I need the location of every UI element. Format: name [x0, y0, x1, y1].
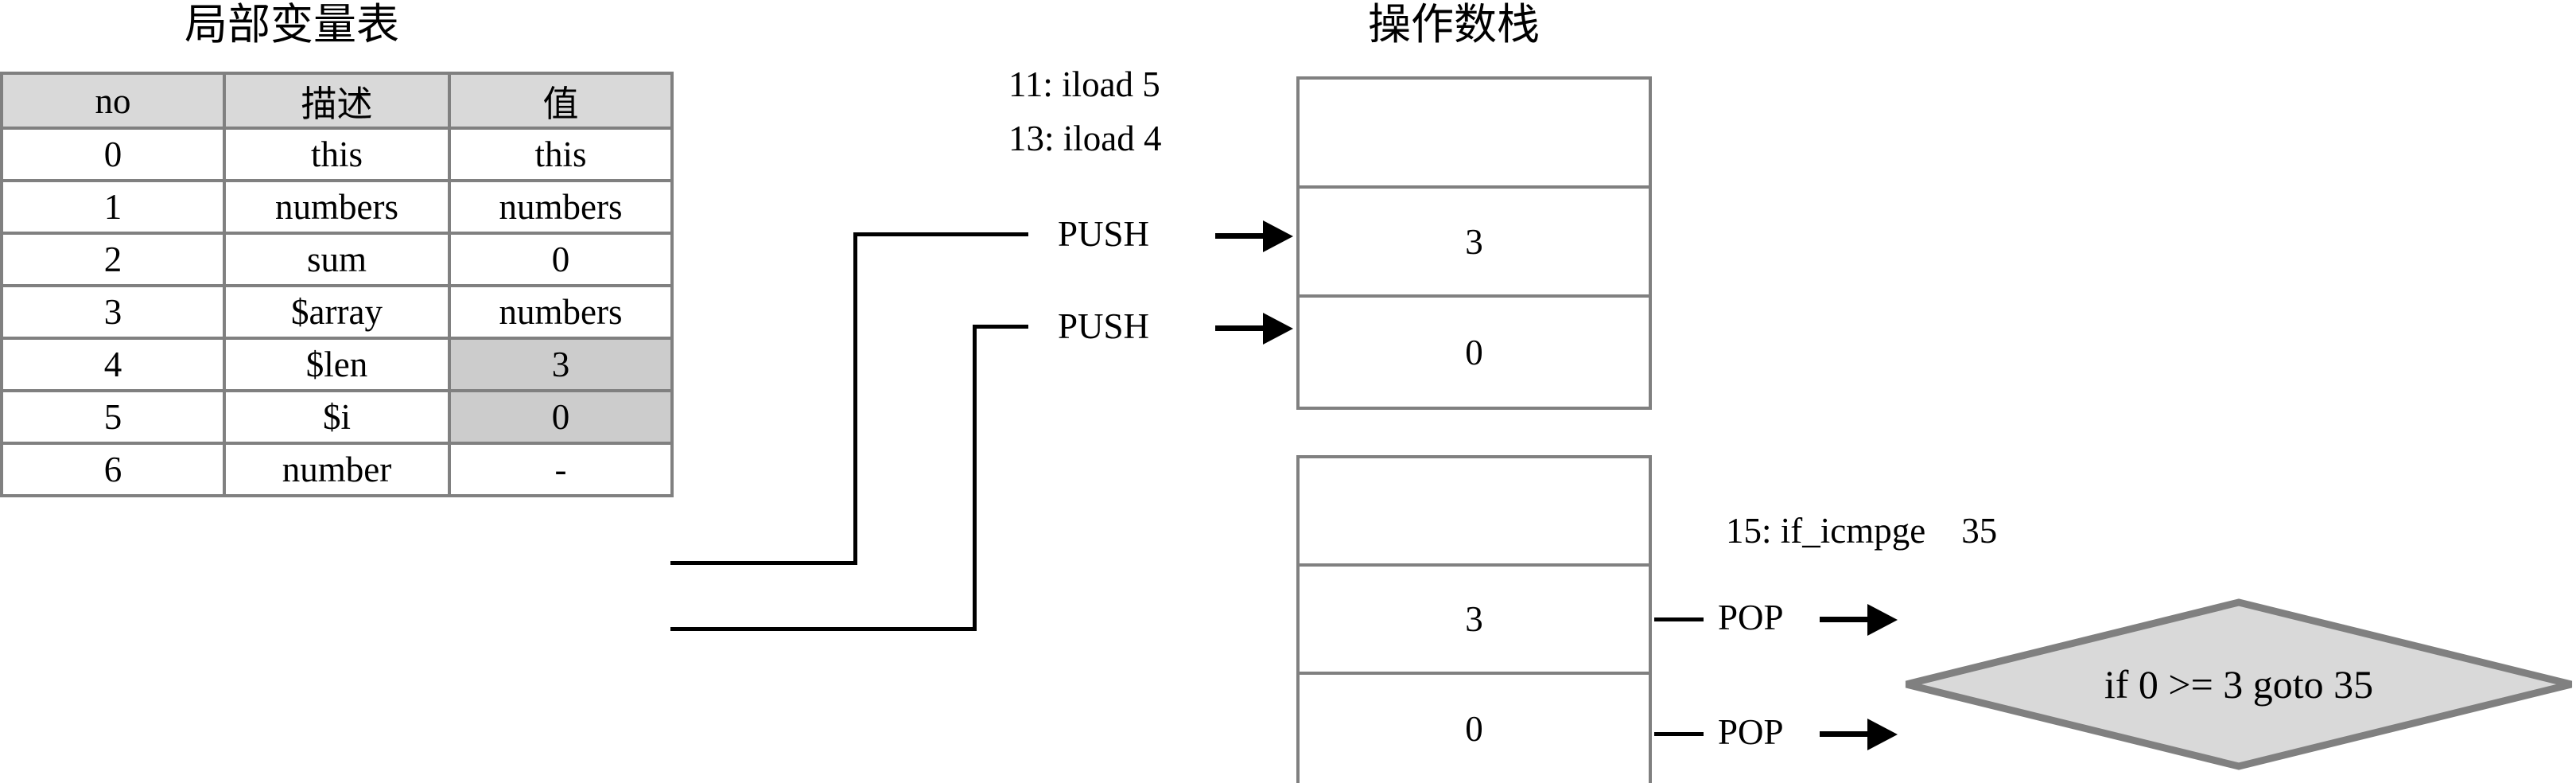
connector-len-horizontal-lower: [670, 561, 857, 565]
table-row: 4 $len 3: [0, 337, 674, 392]
cell-desc: $array: [223, 284, 451, 340]
instruction-iload-5: 11: iload 5: [1008, 64, 1160, 104]
diamond-shape: [1905, 598, 2573, 770]
stack-cell-value: 3: [1300, 567, 1649, 675]
connector-len-horizontal-upper: [853, 232, 1028, 236]
table-row: 5 $i 0: [0, 389, 674, 445]
cell-value: 0: [448, 232, 674, 287]
table-row: 1 numbers numbers: [0, 179, 674, 235]
operand-stack-before-pop: 3 0: [1296, 455, 1652, 783]
cell-no: 6: [0, 442, 226, 497]
cell-desc: numbers: [223, 179, 451, 235]
decision-diamond: if 0 >= 3 goto 35: [1902, 598, 2575, 770]
cell-value: numbers: [448, 179, 674, 235]
instruction-if-icmpge: 15: if_icmpge 35: [1726, 511, 1998, 551]
connector-i-horizontal-upper: [973, 325, 1028, 329]
table-header-row: no 描述 值: [0, 72, 674, 130]
stack-cell-empty: [1300, 458, 1649, 567]
decision-condition-text: if 0 >= 3 goto 35: [2104, 662, 2374, 707]
operand-stack-after-push: 3 0: [1296, 76, 1652, 410]
pop-arrow-second: [1820, 731, 1869, 737]
table-row: 6 number -: [0, 442, 674, 497]
connector-len-vertical: [853, 232, 857, 565]
cell-no: 3: [0, 284, 226, 340]
cell-value-highlighted: 3: [448, 337, 674, 392]
operand-stack-title: 操作数栈: [1368, 1, 1540, 49]
cell-no: 4: [0, 337, 226, 392]
local-variable-table-title: 局部变量表: [185, 1, 399, 49]
pop-arrow-first: [1820, 617, 1869, 622]
pop-stub-first: [1654, 617, 1704, 621]
table-row: 3 $array numbers: [0, 284, 674, 340]
column-header-desc: 描述: [223, 72, 451, 130]
push-arrow-second: [1215, 325, 1265, 331]
cell-desc: this: [223, 127, 451, 182]
connector-i-horizontal-lower: [670, 627, 977, 631]
pop-stub-second: [1654, 732, 1704, 736]
pop-label-second: POP: [1718, 712, 1784, 752]
table-row: 0 this this: [0, 127, 674, 182]
column-header-no: no: [0, 72, 226, 130]
cell-no: 5: [0, 389, 226, 445]
push-label-first: PUSH: [1058, 214, 1150, 254]
cell-no: 0: [0, 127, 226, 182]
stack-cell-value: 3: [1300, 189, 1649, 298]
cell-desc: number: [223, 442, 451, 497]
column-header-value: 值: [448, 72, 674, 130]
local-variable-table: no 描述 值 0 this this 1 numbers numbers 2 …: [0, 72, 674, 497]
cell-value-highlighted: 0: [448, 389, 674, 445]
cell-desc: $i: [223, 389, 451, 445]
cell-value: -: [448, 442, 674, 497]
cell-value: this: [448, 127, 674, 182]
stack-cell-value: 0: [1300, 298, 1649, 407]
cell-value: numbers: [448, 284, 674, 340]
cell-no: 1: [0, 179, 226, 235]
push-label-second: PUSH: [1058, 306, 1150, 346]
stack-cell-value: 0: [1300, 675, 1649, 783]
table-row: 2 sum 0: [0, 232, 674, 287]
cell-desc: $len: [223, 337, 451, 392]
connector-i-vertical: [973, 325, 977, 631]
pop-label-first: POP: [1718, 598, 1784, 637]
stack-cell-empty: [1300, 80, 1649, 189]
instruction-iload-4: 13: iload 4: [1008, 119, 1162, 158]
cell-desc: sum: [223, 232, 451, 287]
push-arrow-first: [1215, 233, 1265, 239]
cell-no: 2: [0, 232, 226, 287]
